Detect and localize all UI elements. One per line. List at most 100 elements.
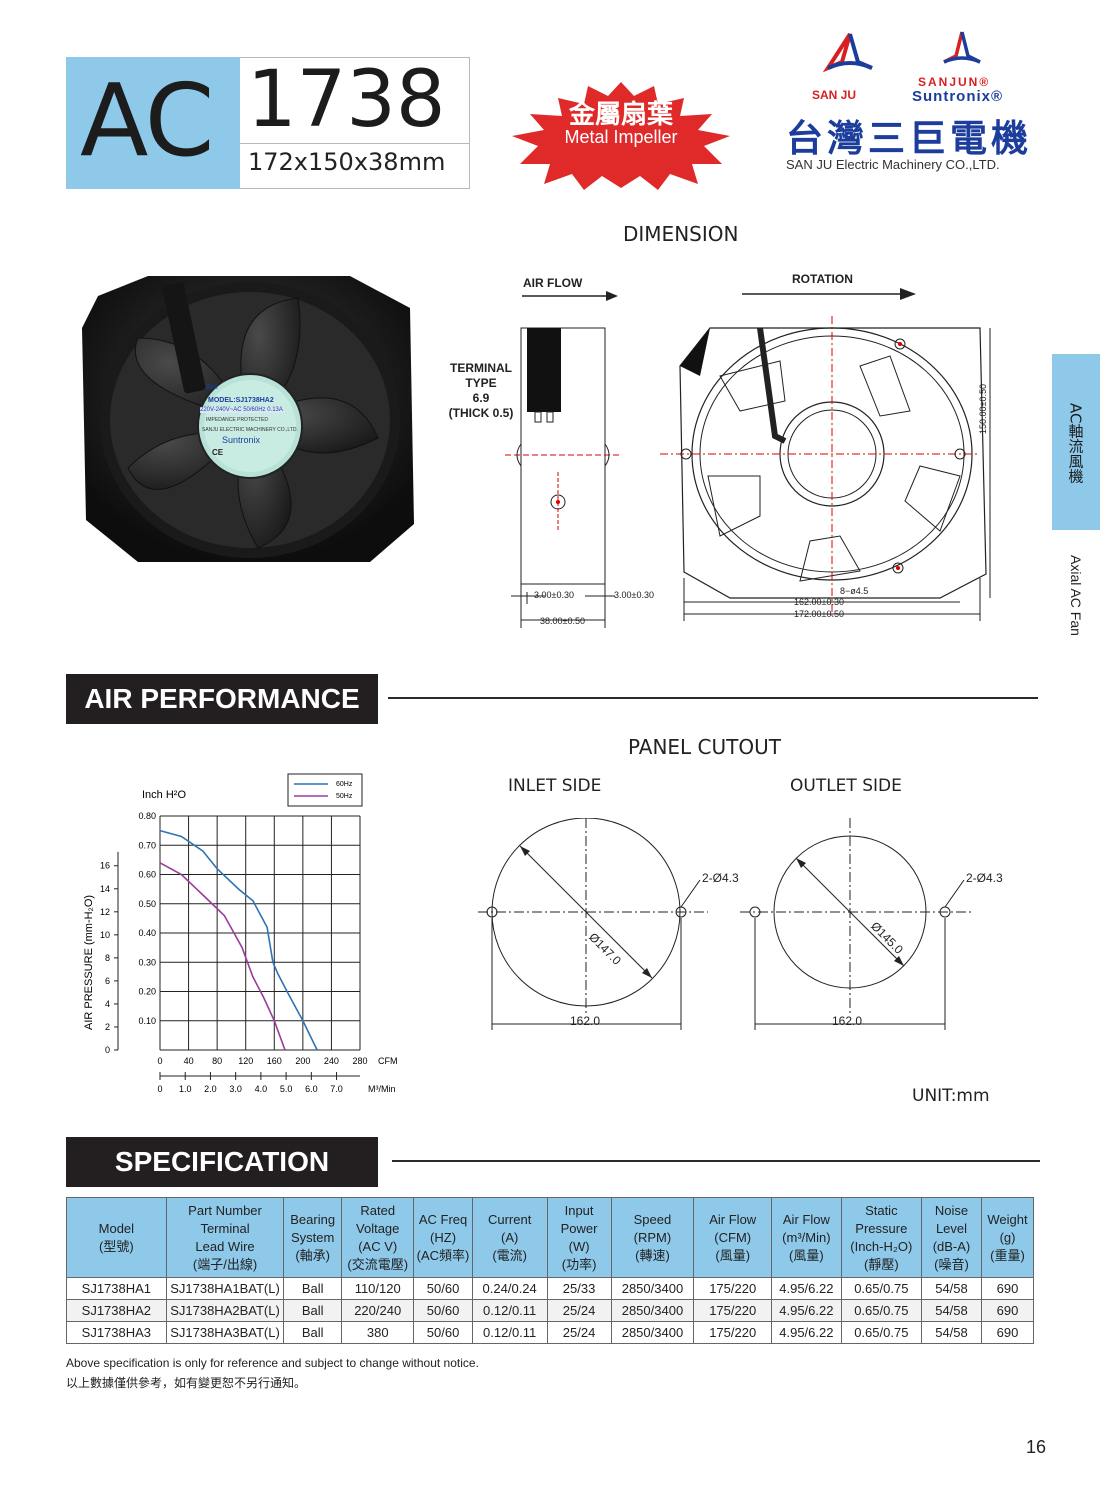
table-cell: Ball <box>283 1321 343 1344</box>
dim-3a: 3.00±0.30 <box>534 590 574 600</box>
table-cell: 54/58 <box>920 1321 983 1344</box>
table-cell: 25/24 <box>546 1321 612 1344</box>
side-tab-en: Axial AC Fan <box>1068 554 1084 636</box>
x-tick-m3: 0 <box>157 1084 162 1094</box>
badge-zh: 金屬扇葉 <box>568 100 673 130</box>
x-tick-m3: 5.0 <box>280 1084 293 1094</box>
table-cell: 175/220 <box>693 1321 773 1344</box>
air-performance-chart: 0.100.200.300.400.500.600.700.8002468101… <box>83 773 398 1094</box>
y-tick-mm: 4 <box>105 999 110 1009</box>
table-cell: Ball <box>283 1299 343 1322</box>
x-tick-cfm: 200 <box>295 1056 310 1066</box>
table-cell: 4.95/6.22 <box>771 1321 842 1344</box>
legend-label-50Hz: 50Hz <box>336 793 353 800</box>
table-cell: 0.65/0.75 <box>840 1277 922 1300</box>
x-tick-cfm: 160 <box>267 1056 282 1066</box>
y-tick-inch: 0.50 <box>138 899 156 909</box>
series-text: AC <box>80 62 214 179</box>
dim-172: 172.00±0.50 <box>794 609 844 619</box>
table-cell: SJ1738HA3 <box>66 1321 167 1344</box>
x-tick-cfm: 0 <box>157 1056 162 1066</box>
logo-sanjun-text: SANJUN® <box>918 75 991 89</box>
specification-rule <box>392 1160 1040 1162</box>
col-airflow-cfm: Air Flow(CFM)(風量) <box>693 1197 773 1278</box>
x-unit-m3: M³/Min <box>368 1084 396 1094</box>
table-cell: 690 <box>981 1277 1034 1300</box>
side-view-drawing <box>505 327 620 628</box>
table-cell: 0.24/0.24 <box>471 1277 548 1300</box>
sanjun-logo-icon <box>943 31 981 64</box>
x-tick-cfm: 240 <box>324 1056 339 1066</box>
dimension-title: DIMENSION <box>623 222 739 246</box>
table-cell: 50/60 <box>413 1321 473 1344</box>
x-tick-m3: 7.0 <box>330 1084 343 1094</box>
y-tick-inch: 0.70 <box>138 840 156 850</box>
metal-impeller-badge-burst <box>512 82 730 190</box>
series-badge <box>66 57 240 189</box>
fan-label-bearing: Ball <box>206 384 218 391</box>
table-cell: 175/220 <box>693 1299 773 1322</box>
front-view-drawing <box>660 316 991 621</box>
page-number: 16 <box>1026 1437 1047 1457</box>
model-size: 172x150x38mm <box>248 148 446 176</box>
table-cell: 50/60 <box>413 1299 473 1322</box>
table-cell: 54/58 <box>920 1277 983 1300</box>
y-tick-mm: 12 <box>100 907 110 917</box>
x-tick-m3: 1.0 <box>179 1084 192 1094</box>
inlet-cutout-drawing <box>478 818 708 1030</box>
table-cell: 4.95/6.22 <box>771 1277 842 1300</box>
x-tick-cfm: 40 <box>184 1056 194 1066</box>
x-unit-cfm: CFM <box>378 1056 398 1066</box>
logo-sanju-text: SAN JU <box>812 88 857 102</box>
curve-60Hz <box>159 829 318 1051</box>
table-cell: 50/60 <box>413 1277 473 1300</box>
x-tick-m3: 6.0 <box>305 1084 318 1094</box>
table-cell: 380 <box>341 1321 415 1344</box>
fan-label-maker: SANJU ELECTRIC MACHINERY CO.,LTD. <box>202 427 298 433</box>
table-cell: 0.12/0.11 <box>471 1321 548 1344</box>
sanju-logo-icon <box>822 32 873 73</box>
curve-50Hz <box>159 862 286 1051</box>
outlet-cutout-drawing <box>740 818 972 1030</box>
table-cell: 0.65/0.75 <box>840 1299 922 1322</box>
air-flow-label: AIR FLOW <box>523 276 583 290</box>
side-tab <box>1052 354 1100 530</box>
fan-label-rating: 220V-240V~AC 50/60Hz 0.13A <box>200 407 283 413</box>
x-tick-cfm: 80 <box>212 1056 222 1066</box>
inlet-span: 162.0 <box>570 1014 601 1028</box>
rotation-arrow-icon <box>742 288 916 300</box>
col-airflow-m3: Air Flow(m³/Min)(風量) <box>771 1197 842 1278</box>
y-tick-inch: 0.20 <box>138 987 156 997</box>
spec-note-zh: 以上數據僅供參考，如有變更恕不另行通知。 <box>66 1376 307 1390</box>
table-cell: 2850/3400 <box>610 1321 695 1344</box>
table-cell: 175/220 <box>693 1277 773 1300</box>
side-tab-zh: AC軸流風機 <box>1066 402 1085 484</box>
y-tick-mm: 14 <box>100 884 110 894</box>
table-cell: 110/120 <box>341 1277 415 1300</box>
y-tick-inch: 0.40 <box>138 928 156 938</box>
table-cell: SJ1738HA1 <box>66 1277 167 1300</box>
model-number: 1738 <box>247 55 446 145</box>
y-tick-mm: 6 <box>105 976 110 986</box>
table-cell: 25/33 <box>546 1277 612 1300</box>
fan-label-brand: Suntronix <box>222 435 261 445</box>
outlet-side-label: OUTLET SIDE <box>790 776 902 796</box>
air-performance-banner: AIR PERFORMANCE <box>66 674 378 724</box>
mounting-holes: 8−ø4.5 <box>840 586 869 596</box>
y-tick-mm: 0 <box>105 1045 110 1055</box>
dim-150: 150.00±0.50 <box>978 384 988 434</box>
inlet-holes: 2-Ø4.3 <box>702 871 739 885</box>
col-freq: AC Freq(HZ)(AC頻率) <box>413 1197 473 1278</box>
table-cell: 2850/3400 <box>610 1277 695 1300</box>
table-cell: SJ1738HA1BAT(L) <box>165 1277 285 1300</box>
y-label: AIR PRESSURE (mm-H₂O) <box>83 895 95 1030</box>
unit-label: UNIT:mm <box>912 1086 990 1106</box>
table-cell: 220/240 <box>341 1299 415 1322</box>
